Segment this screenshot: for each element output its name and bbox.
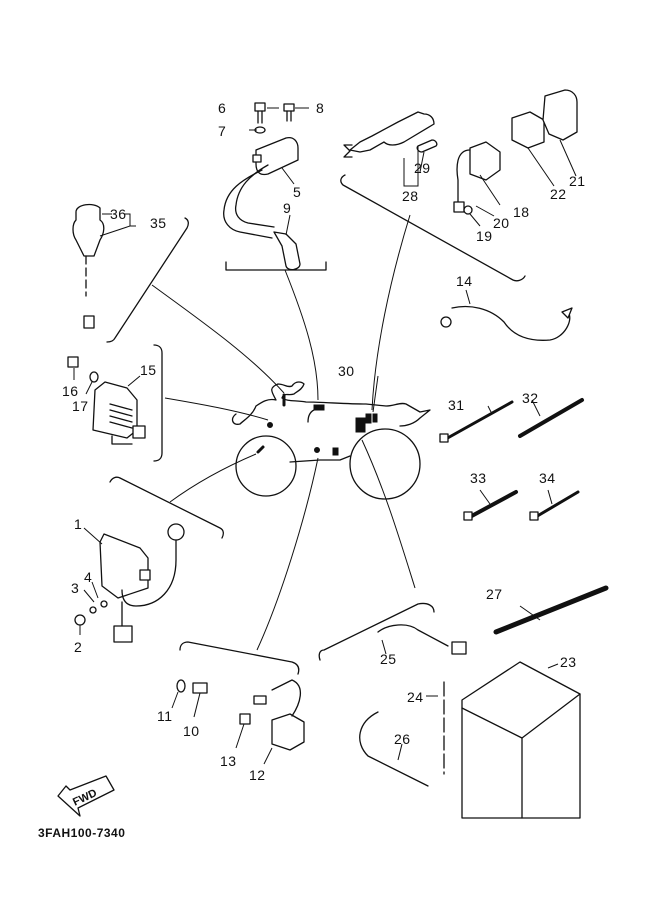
battery-band-27 [493,585,609,635]
group-main-switch [72,203,189,343]
fuse-29 [416,139,438,153]
group-battery [359,585,609,819]
callout-23: 23 [560,654,577,670]
callout-3: 3 [71,580,79,596]
callout-2: 2 [74,639,82,655]
callout-27: 27 [486,586,503,602]
callout-31: 31 [448,397,465,413]
coupler [167,523,185,541]
relay-cover-21 [542,89,578,141]
callout-17: 17 [72,398,89,414]
callout-34: 34 [539,470,556,486]
group-bracket [318,602,435,661]
leader-lines [151,214,416,651]
callout-15: 15 [140,362,157,378]
callout-29: 29 [414,160,431,176]
callout-21: 21 [569,173,586,189]
band-32 [518,398,584,438]
switch-assembly-12 [271,713,305,751]
cable-tie-34 [532,490,580,520]
callout-18: 18 [513,204,530,220]
group-relays [340,89,578,282]
callout-20: 20 [493,215,510,231]
fwd-arrow-icon [57,775,115,817]
cable-tie-31 [442,400,514,442]
callout-25: 25 [380,651,397,667]
fuse-holder-28 [349,111,435,153]
callout-30: 30 [338,363,355,379]
band-33 [466,490,518,520]
callout-8: 8 [316,100,324,116]
callout-22: 22 [550,186,567,202]
callout-14: 14 [456,273,473,289]
front-wheel [235,435,297,497]
callout-16: 16 [62,383,79,399]
group-cdi [74,476,224,643]
screw-13 [239,713,251,725]
callout-32: 32 [522,390,539,406]
plug-wire [223,169,273,239]
callout-36: 36 [110,206,127,222]
fwd-arrow-badge: FWD [57,775,115,817]
rear-wheel [349,428,421,500]
switch-10 [192,682,208,694]
callout-4: 4 [84,569,92,585]
callout-10: 10 [183,723,200,739]
harness-mark [256,445,265,454]
callout-28: 28 [402,188,419,204]
battery-23 [461,661,581,819]
collar-4 [100,600,108,608]
group-bracket [109,476,224,539]
harness-mark [365,413,372,424]
harness-mark [314,447,320,453]
harness-mark [313,404,325,411]
drawing-code: 3FAH100-7340 [38,826,125,840]
gasket-11 [176,679,186,693]
bolt-2 [74,614,86,626]
washer-3 [89,606,97,614]
group-bracket [179,641,300,675]
callout-9: 9 [283,200,291,216]
rectifier-regulator-15 [92,381,138,439]
callout-24: 24 [407,689,424,705]
callout-1: 1 [74,516,82,532]
negative-lead-26 [359,711,429,787]
main-switch-35 [72,203,105,257]
bolt-16 [67,356,79,368]
harness-mark [332,447,339,456]
relay-22 [511,111,545,149]
wire-lead-14 [451,305,571,341]
group-ties [318,289,584,661]
group-ignition-coil [223,102,327,271]
callout-5: 5 [293,184,301,200]
group-bracket [153,344,163,462]
callout-26: 26 [394,731,411,747]
callout-33: 33 [470,470,487,486]
callout-35: 35 [150,215,167,231]
starter-relay-18 [469,141,501,181]
nut-19 [463,205,473,215]
callout-6: 6 [218,100,226,116]
bolt-8 [283,103,295,112]
harness-connector [355,417,366,433]
washer-17 [89,371,99,383]
callout-7: 7 [218,123,226,139]
group-bracket [106,217,189,343]
group-regulator [67,344,163,462]
group-bracket [225,261,327,271]
callout-13: 13 [220,753,237,769]
callout-19: 19 [476,228,493,244]
callout-11: 11 [157,708,173,724]
harness-mark [372,413,378,423]
group-switches [171,641,305,765]
callout-12: 12 [249,767,266,783]
battery-cable-25 [377,624,449,647]
group-bracket [340,174,526,282]
bolt-6 [254,102,266,112]
harness-mark [267,422,273,428]
cdi-unit-1 [99,533,149,599]
spark-plug-cap-9 [273,231,301,271]
vehicle-outline [231,381,431,500]
callout-labels: 1 2 3 4 5 6 7 8 9 10 11 12 13 14 15 16 1… [62,100,586,783]
